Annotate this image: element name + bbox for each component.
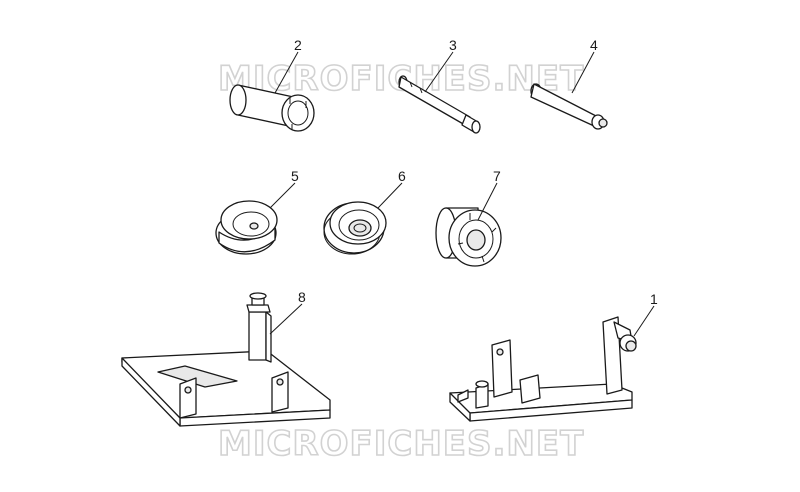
callout-4: 4 [590,37,598,53]
callout-7: 7 [493,168,501,184]
leader-line-1 [633,305,655,337]
part-7-ring-nut-socket [435,207,502,267]
part-1-frame-fixture [449,316,637,422]
part-6-bearing-driver [323,201,387,255]
part-3-bolt [398,75,481,134]
part-5-disc-adapter [215,200,278,255]
leader-line-8 [269,303,303,335]
watermark-bottom: MICROFICHES.NET [218,424,584,464]
leader-line-7 [477,182,498,221]
callout-labels: 1 2 3 4 5 6 7 8 [291,37,658,307]
callout-1: 1 [650,291,658,307]
leader-lines [269,51,655,337]
callout-6: 6 [398,168,406,184]
callout-5: 5 [291,168,299,184]
leader-line-6 [377,182,403,209]
part-4-rod [530,83,608,130]
leader-line-4 [571,51,595,94]
callout-3: 3 [449,37,457,53]
callout-8: 8 [298,289,306,305]
leader-line-3 [424,51,454,93]
leader-line-2 [274,51,299,94]
leader-line-5 [269,182,296,209]
part-8-base-fixture [121,292,331,427]
part-2-socket-tool [229,84,315,132]
callout-2: 2 [294,37,302,53]
